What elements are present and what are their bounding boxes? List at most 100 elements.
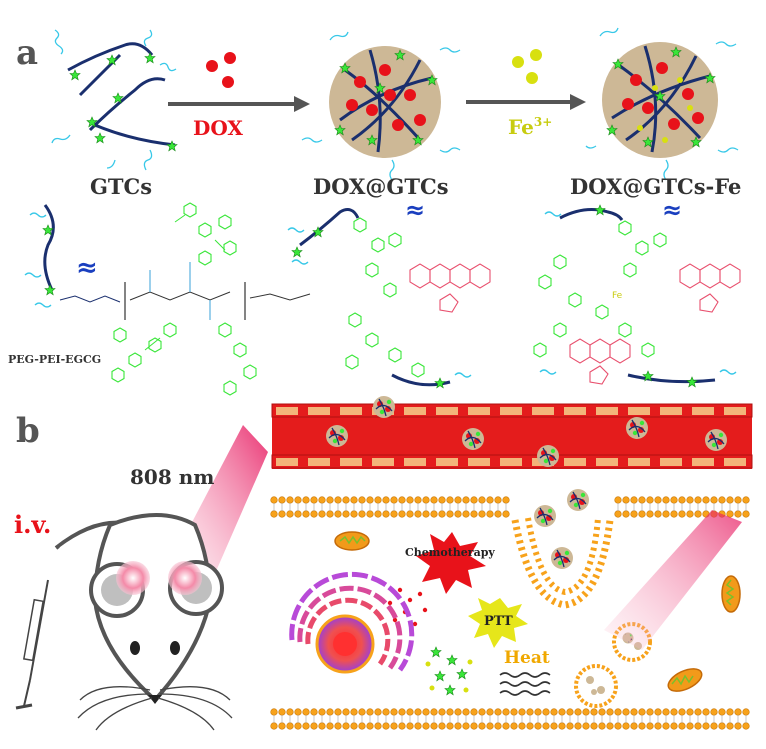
lipid-head — [422, 510, 430, 518]
approx-symbol-right: ≈ — [662, 196, 682, 224]
lipid-head — [390, 722, 398, 730]
lipid-head — [630, 510, 638, 518]
lipid-head — [430, 496, 438, 504]
lipid-head — [470, 510, 478, 518]
lipid-head — [310, 510, 318, 518]
lipid-head — [550, 722, 558, 730]
lipid-head — [670, 510, 678, 518]
lipid-head — [726, 496, 734, 504]
dox-gtcs-fe-structure: ≈ Fe — [533, 196, 741, 388]
lipid-head — [470, 708, 478, 716]
lipid-head — [478, 496, 486, 504]
lipid-head — [446, 708, 454, 716]
lipid-head — [374, 708, 382, 716]
lipid-head — [398, 708, 406, 716]
mitochondrion-3 — [667, 668, 703, 692]
lipid-head — [278, 496, 286, 504]
lipid-head — [566, 722, 574, 730]
iv-label: i.v. — [14, 510, 51, 539]
panel-b-label: b — [16, 411, 40, 451]
lipid-head — [502, 708, 510, 716]
lipid-head — [310, 496, 318, 504]
lipid-head — [678, 510, 686, 518]
endothelial-cell — [404, 458, 426, 466]
dox-gtcs-structure: ≈ — [287, 196, 491, 389]
endothelial-cell — [372, 458, 394, 466]
lipid-head — [518, 708, 526, 716]
lipid-head — [646, 708, 654, 716]
lipid-head — [654, 510, 662, 518]
lipid-head — [518, 722, 526, 730]
dox-gtcs-fe-label: DOX@GTCs-Fe — [570, 174, 741, 199]
lipid-head — [326, 708, 334, 716]
lipid-head — [622, 708, 630, 716]
peg-pei-egcg-structure: ≈ — [24, 202, 311, 396]
lipid-head — [502, 510, 510, 518]
lipid-head — [638, 708, 646, 716]
mitochondrion-2 — [721, 575, 741, 613]
lipid-head — [726, 722, 734, 730]
lipid-head — [382, 722, 390, 730]
endothelial-cell — [596, 458, 618, 466]
lipid-head — [614, 510, 622, 518]
lipid-head — [542, 708, 550, 716]
lipid-head — [670, 708, 678, 716]
lipid-head — [478, 708, 486, 716]
lipid-head — [694, 510, 702, 518]
lipid-head — [558, 722, 566, 730]
lipid-head — [582, 708, 590, 716]
lipid-head — [446, 722, 454, 730]
lipid-head — [454, 722, 462, 730]
cell-membrane-top — [270, 496, 750, 518]
lipid-head — [310, 708, 318, 716]
lipid-head — [390, 496, 398, 504]
dox-gtcs-nanoparticle — [301, 31, 461, 181]
lipid-head — [454, 708, 462, 716]
lipid-head — [390, 510, 398, 518]
endosome-2 — [574, 664, 618, 708]
lipid-head — [630, 496, 638, 504]
lipid-head — [678, 496, 686, 504]
lipid-head — [486, 722, 494, 730]
lipid-head — [526, 708, 534, 716]
lipid-head — [590, 708, 598, 716]
lipid-head — [510, 722, 518, 730]
lipid-head — [662, 708, 670, 716]
lipid-head — [574, 708, 582, 716]
arrow-to-dox-gtcs-fe — [466, 94, 586, 110]
lipid-head — [702, 496, 710, 504]
lipid-head — [686, 708, 694, 716]
dox-gtcs-label: DOX@GTCs — [313, 174, 449, 199]
lipid-head — [742, 496, 750, 504]
lipid-head — [374, 510, 382, 518]
approx-symbol-middle: ≈ — [405, 196, 425, 224]
endothelial-cell — [500, 407, 522, 415]
endothelial-cell — [436, 458, 458, 466]
endothelial-cell — [308, 407, 330, 415]
lipid-head — [470, 496, 478, 504]
endothelial-cell — [596, 407, 618, 415]
lipid-head — [286, 496, 294, 504]
lipid-head — [598, 708, 606, 716]
lipid-head — [734, 722, 742, 730]
lipid-head — [390, 708, 398, 716]
lipid-head — [342, 510, 350, 518]
endothelial-cell — [692, 458, 714, 466]
lipid-head — [278, 722, 286, 730]
lipid-head — [462, 722, 470, 730]
lipid-head — [334, 510, 342, 518]
lipid-head — [622, 722, 630, 730]
endothelial-cell — [468, 458, 490, 466]
fe-ions — [512, 49, 542, 84]
lipid-head — [422, 722, 430, 730]
lipid-head — [630, 722, 638, 730]
lipid-head — [446, 510, 454, 518]
chemotherapy-label: Chemotherapy — [405, 546, 495, 559]
lipid-head — [646, 510, 654, 518]
endothelial-cell — [628, 407, 650, 415]
wavelength-label: 808 nm — [130, 465, 214, 489]
lipid-head — [646, 722, 654, 730]
endothelial-cell — [276, 458, 298, 466]
released-egcg-fe — [425, 646, 473, 696]
lipid-head — [350, 722, 358, 730]
